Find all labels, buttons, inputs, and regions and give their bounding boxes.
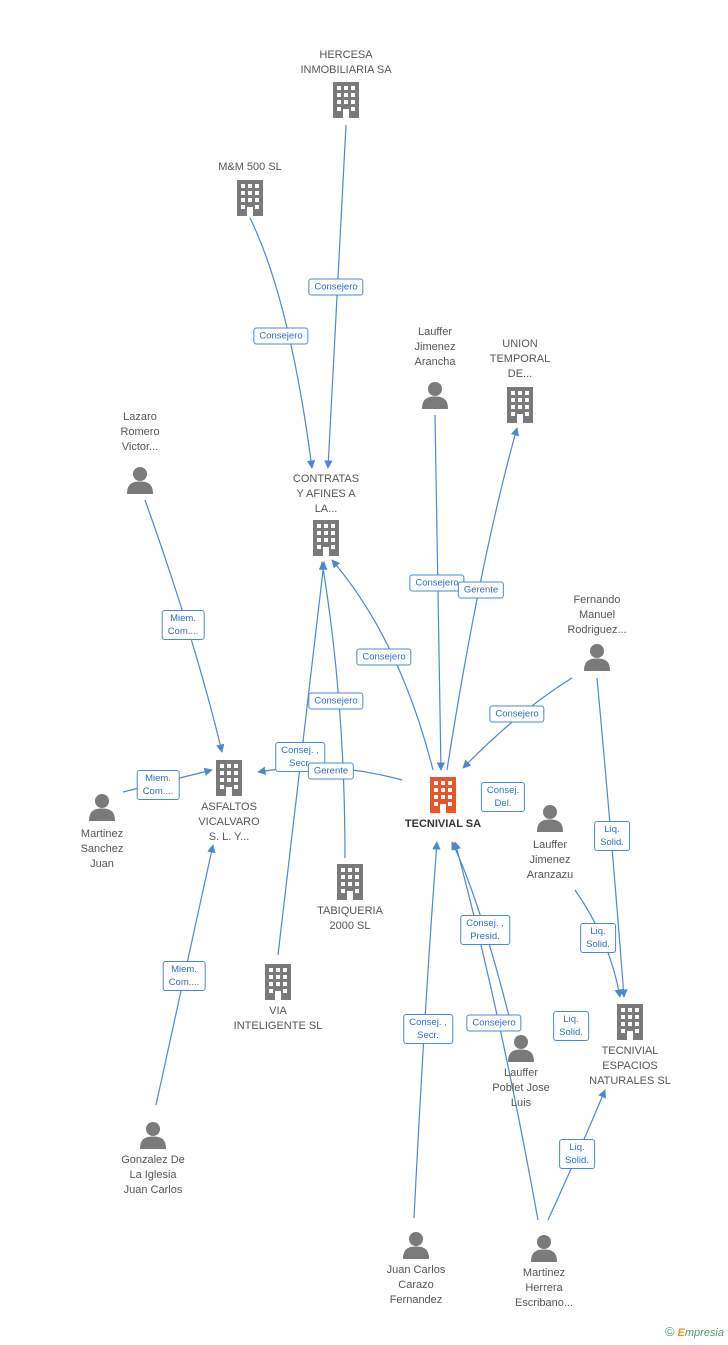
edge-label: Gerente	[457, 581, 505, 599]
edge-line	[446, 427, 520, 771]
person-icon[interactable]	[127, 467, 153, 494]
node-label-tecnivial-esp[interactable]: TECNIVIAL ESPACIOS NATURALES SL	[589, 1045, 671, 1087]
edge-label: Consejero	[466, 1014, 522, 1032]
node-label-tecnivial[interactable]: TECNIVIAL SA	[404, 818, 482, 830]
edge-label: Liq. Solid.	[594, 821, 630, 851]
node-label-martinez-sanchez[interactable]: Martinez Sanchez Juan	[80, 828, 124, 870]
node-label-juan-carlos[interactable]: Juan Carlos Carazo Fernandez	[386, 1264, 446, 1306]
building-icon[interactable]	[265, 964, 291, 1000]
edge-label: Consejero	[356, 648, 412, 666]
node-label-martinez-herrera[interactable]: Martinez Herrera Escribano...	[514, 1267, 574, 1309]
node-label-fernando[interactable]: Fernando Manuel Rodriguez...	[567, 594, 627, 636]
node-label-lauffer-arancha[interactable]: Lauffer Jimenez Arancha	[414, 326, 456, 368]
edges	[122, 124, 628, 1221]
edge-label: Miem. Com....	[162, 961, 206, 991]
person-icon[interactable]	[508, 1035, 534, 1062]
person-icon[interactable]	[89, 794, 115, 821]
building-icon[interactable]	[617, 1004, 643, 1040]
edge-line	[249, 217, 316, 469]
building-icon[interactable]	[507, 387, 533, 423]
node-label-gonzalez[interactable]: Gonzalez De La Iglesia Juan Carlos	[121, 1154, 185, 1196]
person-icon[interactable]	[537, 805, 563, 832]
person-icon[interactable]	[140, 1122, 166, 1149]
person-icon[interactable]	[403, 1232, 429, 1259]
building-icon[interactable]	[337, 864, 363, 900]
node-label-union[interactable]: UNION TEMPORAL DE...	[489, 338, 551, 380]
edge-line	[434, 414, 446, 771]
edge-line	[462, 677, 573, 769]
node-label-tabiqueria[interactable]: TABIQUERIA 2000 SL	[317, 905, 383, 932]
node-label-lauffer-aranzazu[interactable]: Lauffer Jimenez Aranzazu	[526, 839, 574, 881]
node-label-via[interactable]: VIA INTELIGENTE SL	[233, 1005, 323, 1032]
edge-line	[324, 124, 347, 469]
person-icon[interactable]	[584, 644, 610, 671]
edge-label: Miem. Com....	[161, 610, 205, 640]
node-label-lazaro[interactable]: Lazaro Romero Victor...	[120, 411, 160, 453]
building-icon[interactable]	[430, 777, 456, 813]
edge-label: Consejero	[308, 692, 364, 710]
node-label-contratas[interactable]: CONTRATAS Y AFINES A LA...	[292, 473, 360, 515]
edge-label: Consejero	[308, 278, 364, 296]
edge-label: Consejero	[409, 574, 465, 592]
edge-label: Consej. , Presid.	[460, 915, 510, 945]
edge-label: Consejero	[489, 705, 545, 723]
building-icon[interactable]	[216, 760, 242, 796]
empresia-logo: ©Empresia	[664, 1324, 724, 1339]
node-label-mm500[interactable]: M&M 500 SL	[218, 161, 282, 173]
person-icon[interactable]	[422, 382, 448, 409]
person-icon[interactable]	[531, 1235, 557, 1262]
building-icon[interactable]	[237, 180, 263, 216]
edge-label: Liq. Solid.	[580, 923, 616, 953]
copyright-icon: ©	[664, 1324, 675, 1339]
edge-label: Consej. Del.	[480, 782, 526, 812]
node-label-hercesa[interactable]: HERCESA INMOBILIARIA SA	[300, 49, 392, 76]
edge-label: Gerente	[307, 762, 355, 780]
edge-label: Liq. Solid.	[559, 1139, 595, 1169]
node-label-lauffer-poblet[interactable]: Lauffer Poblet Jose Luis	[492, 1067, 550, 1109]
edge-label: Miem. Com....	[136, 770, 180, 800]
edge-label: Consejero	[253, 327, 309, 345]
building-icon[interactable]	[313, 520, 339, 556]
edge-label: Liq. Solid.	[553, 1011, 589, 1041]
edge-line	[319, 561, 346, 859]
edge-label: Consej. , Secr.	[403, 1014, 453, 1044]
building-icon[interactable]	[333, 82, 359, 118]
node-label-asfaltos[interactable]: ASFALTOS VICALVARO S. L. Y...	[198, 801, 260, 843]
